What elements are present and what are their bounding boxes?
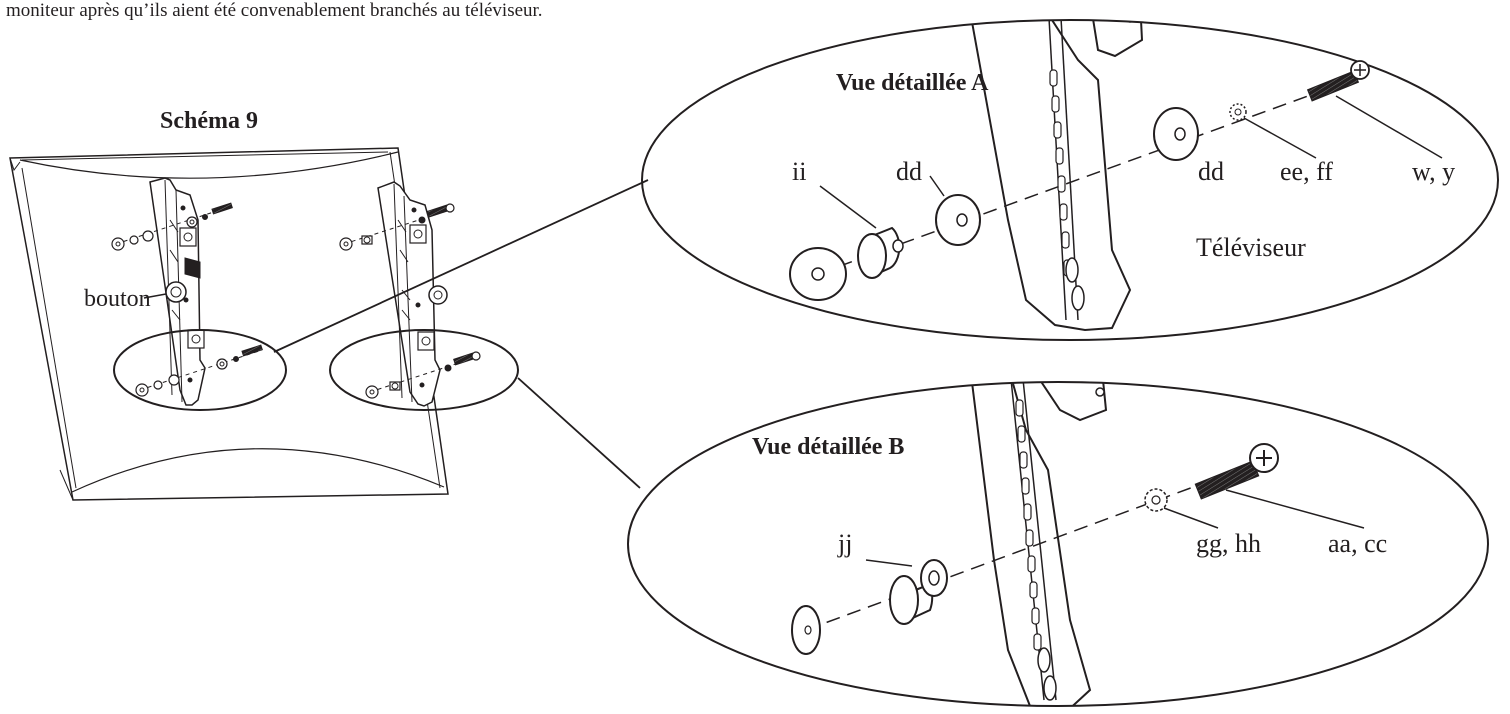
knob-leader <box>143 293 167 299</box>
detail-a-washer-right <box>1153 107 1199 161</box>
detail-a-label-spacer: ii <box>792 157 806 186</box>
detail-a: Vue détaillée A ii dd dd ee, ff w, y Tél… <box>641 19 1499 341</box>
detail-b-label-screw: aa, cc <box>1328 529 1387 558</box>
detail-b-label-spacer: jj <box>837 529 852 558</box>
detail-a-washer-left <box>935 194 981 246</box>
detail-a-label-lock-washer: ee, ff <box>1280 157 1333 186</box>
detail-a-title: Vue détaillée A <box>836 70 989 96</box>
detail-b-spacer <box>889 559 948 625</box>
intro-text: moniteur après qu’ils aient été convenab… <box>6 0 543 21</box>
detail-b: Vue détaillée B jj gg, hh aa, cc <box>627 381 1489 707</box>
detail-a-label-tv: Téléviseur <box>1196 233 1306 262</box>
detail-b-screw <box>1194 443 1279 500</box>
knob-label: bouton <box>84 286 151 312</box>
detail-a-screw <box>1306 60 1370 102</box>
figure-title: Schéma 9 <box>160 108 258 134</box>
left-bottom-hardware <box>135 344 263 397</box>
right-bottom-hardware <box>365 351 481 399</box>
callout-a-overview <box>113 329 287 411</box>
right-top-hardware <box>339 203 455 251</box>
detail-a-lock-washer <box>1229 103 1247 121</box>
detail-b-title: Vue détaillée B <box>752 434 904 460</box>
detail-a-spacer <box>857 226 904 279</box>
detail-a-large-washer <box>789 247 847 301</box>
right-bracket <box>377 181 448 407</box>
detail-b-label-lock-washer: gg, hh <box>1196 529 1261 558</box>
callout-b-overview <box>329 329 519 411</box>
callout-b-connector <box>517 377 641 489</box>
detail-a-label-washer-left: dd <box>896 157 922 186</box>
overview-figure: Schéma 9 <box>9 108 519 501</box>
detail-a-label-screw: w, y <box>1412 157 1455 186</box>
left-bracket <box>149 177 206 406</box>
detail-b-lock-washer <box>1144 488 1168 512</box>
detail-b-large-washer <box>791 605 821 655</box>
detail-a-label-washer-right: dd <box>1198 157 1224 186</box>
tv-back-panel <box>9 147 449 501</box>
callout-a-connector <box>273 179 649 353</box>
left-top-hardware <box>111 202 233 251</box>
